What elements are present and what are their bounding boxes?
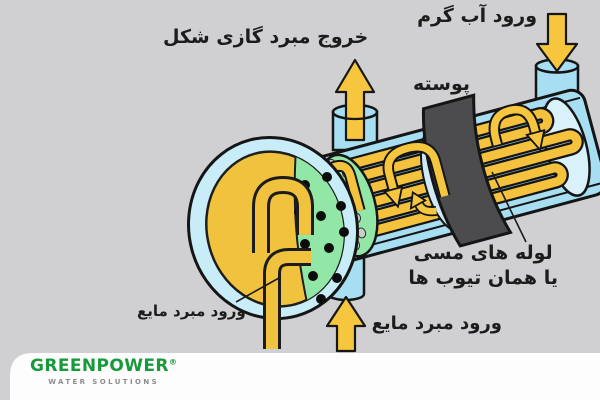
- gas-outlet-up-arrow-icon: [334, 58, 376, 142]
- footer-strip: [10, 353, 600, 400]
- tube-bundle: [282, 107, 584, 257]
- registered-mark-icon: ®: [168, 357, 178, 367]
- hot-water-down-arrow-icon: [535, 12, 579, 73]
- logo-tagline: WATER SOLUTIONS: [48, 378, 160, 386]
- label-shell: پوسته: [413, 73, 471, 95]
- hot-nozzle-rim: [534, 65, 580, 74]
- label-hot-water-inlet: ورود آب گرم: [417, 5, 537, 27]
- label-copper-tubes: لوله های مسی یا همان تیوب ها: [408, 241, 558, 290]
- logo-brand: GREENPOWER®: [30, 358, 177, 375]
- shell-assembly: [270, 88, 600, 274]
- label-liquid-inlet-bottom: ورود مبرد مایع: [371, 313, 502, 334]
- front-u-tube: [252, 175, 314, 253]
- logo-brand-text: GREENPOWER: [30, 356, 169, 376]
- liquid-inlet-up-arrow-icon: [325, 295, 367, 353]
- logo: GREENPOWER® WATER SOLUTIONS: [30, 358, 177, 387]
- liquid-inlet-pipe: [263, 248, 311, 349]
- label-gas-refrigerant-outlet: خروج مبرد گازی شکل: [163, 26, 369, 48]
- leader-line-tubes: [491, 171, 527, 243]
- gas-nozzle-rim: [331, 111, 379, 121]
- label-copper-tubes-line1: لوله های مسی: [413, 242, 553, 264]
- flow-hook-small-icon: [409, 190, 438, 217]
- label-liquid-inlet-pipe: ورود مبرد مایع: [137, 302, 246, 320]
- flow-arch-right-icon: [488, 103, 546, 152]
- leader-line-inlet-pipe: [235, 277, 280, 303]
- label-copper-tubes-line2: یا همان تیوب ها: [408, 266, 558, 289]
- flow-arch-left-icon: [382, 141, 451, 209]
